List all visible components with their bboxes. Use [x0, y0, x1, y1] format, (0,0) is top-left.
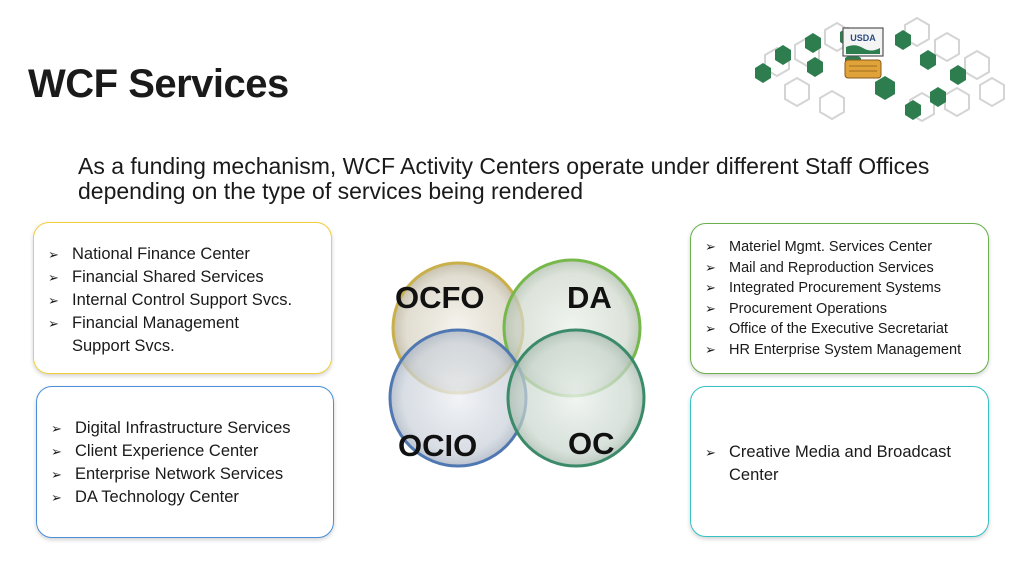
venn-label-ocfo: OCFO	[395, 280, 485, 315]
list-item: ➢Internal Control Support Svcs.	[48, 289, 331, 312]
arrow-bullet-icon: ➢	[705, 239, 716, 254]
arrow-bullet-icon: ➢	[51, 490, 62, 505]
list-item: ➢National Finance Center	[48, 243, 331, 266]
venn-label-oc: OC	[568, 426, 615, 461]
list-item: ➢HR Enterprise System Management	[705, 340, 988, 361]
arrow-bullet-icon: ➢	[705, 280, 716, 295]
arrow-bullet-icon: ➢	[51, 421, 62, 436]
arrow-bullet-icon: ➢	[48, 316, 59, 331]
arrow-bullet-icon: ➢	[51, 444, 62, 459]
usda-logo-text: USDA	[850, 33, 876, 43]
list-item: ➢Client Experience Center	[51, 440, 333, 463]
list-item: ➢DA Technology Center	[51, 486, 333, 509]
ocfo-services-card: ➢National Finance Center ➢Financial Shar…	[33, 222, 332, 374]
arrow-bullet-icon: ➢	[705, 300, 716, 316]
venn-label-da: DA	[567, 280, 612, 315]
venn-circle-oc	[506, 328, 646, 468]
arrow-bullet-icon: ➢	[705, 341, 716, 357]
list-item: ➢Financial Management Support Svcs.	[48, 314, 239, 355]
slide-subtitle: As a funding mechanism, WCF Activity Cen…	[78, 153, 930, 204]
arrow-bullet-icon: ➢	[51, 467, 62, 482]
slide-title: WCF Services	[28, 62, 289, 106]
usda-logo: USDA	[755, 16, 1005, 123]
list-item: ➢Digital Infrastructure Services	[51, 417, 333, 440]
list-item: ➢Creative Media and Broadcast Center	[705, 443, 951, 484]
arrow-bullet-icon: ➢	[48, 293, 59, 308]
arrow-bullet-icon: ➢	[48, 247, 59, 262]
venn-label-ocio: OCIO	[398, 428, 478, 463]
list-item: ➢Financial Shared Services	[48, 266, 331, 289]
arrow-bullet-icon: ➢	[705, 321, 716, 336]
list-item: ➢Materiel Mgmt. Services Center	[705, 237, 988, 258]
venn-diagram: OCFO DA OCIO OC	[386, 258, 648, 474]
list-item: ➢Integrated Procurement Systems	[705, 278, 988, 299]
list-item: ➢Procurement Operations	[705, 299, 988, 320]
arrow-bullet-icon: ➢	[705, 259, 716, 275]
list-item: ➢Office of the Executive Secretariat	[705, 319, 988, 340]
da-services-card: ➢Materiel Mgmt. Services Center ➢Mail an…	[690, 223, 989, 374]
arrow-bullet-icon: ➢	[48, 270, 59, 285]
oc-services-card: ➢Creative Media and Broadcast Center	[690, 386, 989, 537]
ocio-services-card: ➢Digital Infrastructure Services ➢Client…	[36, 386, 334, 538]
list-item: ➢Enterprise Network Services	[51, 463, 333, 486]
arrow-bullet-icon: ➢	[705, 445, 716, 460]
list-item: ➢Mail and Reproduction Services	[705, 258, 988, 279]
